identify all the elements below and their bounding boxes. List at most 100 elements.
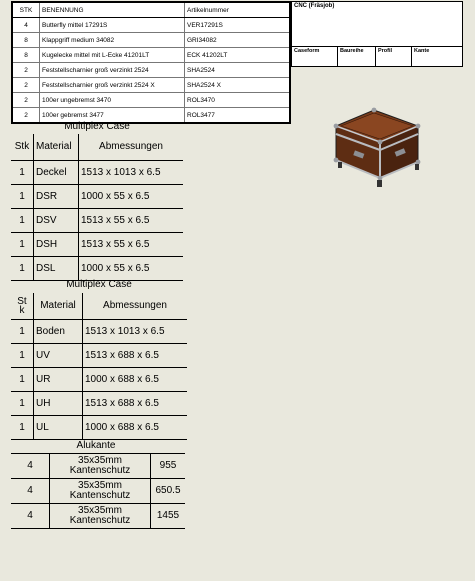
field-caseform: Caseform (292, 46, 338, 66)
cell-dimensions: 1000 x 688 x 6.5 (82, 367, 187, 392)
multiplex2-header: St k Material Abmessungen (11, 293, 187, 320)
cell-material: UH (33, 391, 83, 416)
field-kante: Kante (414, 48, 430, 54)
cell-qty: 1 (11, 208, 34, 233)
col-header-material: Material (33, 293, 83, 320)
col-header-benennung: BENENNUNG (39, 1, 185, 18)
cell-qty: 2 (11, 92, 40, 108)
cell-qty: 1 (11, 391, 34, 416)
cell-length: 955 (150, 453, 185, 479)
title-block-fields: Caseform Baureihe Profil Kante (292, 46, 462, 66)
cell-qty: 4 (11, 503, 50, 529)
cell-material: DSH (33, 232, 79, 257)
title-block-title: CNC (Fräsjob) (294, 3, 335, 9)
cell-qty: 1 (11, 160, 34, 185)
cell-dimensions: 1000 x 55 x 6.5 (78, 256, 183, 281)
cell-length: 650.5 (150, 478, 185, 504)
cell-qty: 1 (11, 256, 34, 281)
cell-description: 35x35mm Kantenschutz (49, 478, 151, 504)
col-header-stk: STK (11, 1, 40, 18)
cell-name: Butterfly mittel 17291S (39, 17, 185, 33)
multiplex2-title: Multiplex Case (66, 279, 132, 290)
cell-name: Feststellscharnier groß verzinkt 2524 X (39, 77, 185, 93)
multiplex1-title: Multiplex Case (64, 121, 130, 132)
flight-case-3d-icon (333, 107, 421, 187)
cell-length: 1455 (150, 503, 185, 529)
cell-dimensions: 1513 x 55 x 6.5 (78, 208, 183, 233)
cell-description: 35x35mm Kantenschutz (49, 453, 151, 479)
cell-material: UR (33, 367, 83, 392)
cell-qty: 4 (11, 17, 40, 33)
cell-qty: 2 (11, 107, 40, 124)
cell-article: ROL3470 (184, 92, 291, 108)
col-header-stk: St k (11, 293, 34, 320)
cell-name: 100er ungebremst 3470 (39, 92, 185, 108)
cell-qty: 2 (11, 77, 40, 93)
title-block: CNC (Fräsjob) Caseform Baureihe Profil K… (291, 1, 463, 67)
cell-article: ECK 41202LT (184, 47, 291, 63)
col-header-stk: Stk (11, 134, 34, 161)
col-header-abmessungen: Abmessungen (78, 134, 183, 161)
cell-qty: 8 (11, 32, 40, 48)
field-baureihe: Baureihe (338, 46, 376, 66)
cell-material: DSV (33, 208, 79, 233)
cell-dimensions: 1513 x 55 x 6.5 (78, 232, 183, 257)
cell-material: Deckel (33, 160, 79, 185)
cell-article: GRI34082 (184, 32, 291, 48)
cell-article: ROL3477 (184, 107, 291, 124)
cell-article: VER17291S (184, 17, 291, 33)
cell-dimensions: 1513 x 688 x 6.5 (82, 391, 187, 416)
cell-material: DSL (33, 256, 79, 281)
cell-material: DSR (33, 184, 79, 209)
cell-qty: 4 (11, 478, 50, 504)
field-profil: Profil (376, 46, 412, 66)
cell-qty: 1 (11, 232, 34, 257)
cell-qty: 1 (11, 343, 34, 368)
parts-list-header: STK BENENNUNG Artikelnummer (11, 1, 291, 18)
cell-qty: 1 (11, 319, 34, 344)
cell-qty: 8 (11, 47, 40, 63)
col-header-material: Material (33, 134, 79, 161)
cell-name: Kugelecke mittel mit L-Ecke 41201LT (39, 47, 185, 63)
cell-name: Klappgriff medium 34082 (39, 32, 185, 48)
cell-material: UV (33, 343, 83, 368)
cell-dimensions: 1513 x 688 x 6.5 (82, 343, 187, 368)
col-header-abmessungen: Abmessungen (82, 293, 187, 320)
cell-name: 100er gebremst 3477 (39, 107, 185, 124)
cell-article: SHA2524 (184, 62, 291, 78)
title-block-header: CNC (Fräsjob) (292, 2, 462, 47)
cell-material: UL (33, 415, 83, 440)
multiplex1-header: Stk Material Abmessungen (11, 134, 183, 161)
cell-qty: 1 (11, 415, 34, 440)
col-header-artikelnummer: Artikelnummer (184, 1, 291, 18)
cell-dimensions: 1513 x 1013 x 6.5 (78, 160, 183, 185)
cell-qty: 2 (11, 62, 40, 78)
cell-name: Feststellscharnier groß verzinkt 2524 (39, 62, 185, 78)
cell-dimensions: 1513 x 1013 x 6.5 (82, 319, 187, 344)
cell-qty: 1 (11, 184, 34, 209)
cell-article: SHA2524 X (184, 77, 291, 93)
alukante-title: Alukante (76, 440, 116, 451)
